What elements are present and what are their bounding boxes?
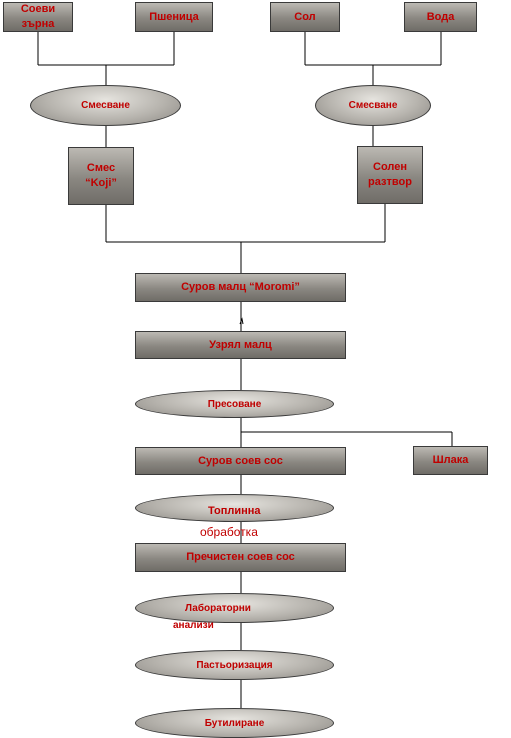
box-mature-malt-label: Узрял малц: [209, 338, 272, 351]
box-koji-line2: “Koji”: [85, 177, 117, 189]
ellipse-pressing-label: Пресоване: [207, 398, 262, 410]
ellipse-pasteurization-label: Пастьоризация: [196, 659, 273, 671]
ellipse-lab-analyses: [135, 593, 334, 623]
box-refined-soy-sauce: Пречистен соев сос: [135, 543, 346, 572]
ellipse-heat-treatment: [135, 494, 334, 522]
ellipse-mixing-left-label: Смесване: [81, 100, 130, 111]
box-raw-soy-sauce-label: Суров соев сос: [198, 454, 283, 467]
small-arrow-mark: [239, 317, 244, 325]
box-water: Вода: [404, 2, 477, 32]
ellipse-bottling-label: Бутилиране: [204, 717, 265, 729]
box-refined-soy-sauce-label: Пречистен соев сос: [186, 551, 295, 564]
box-soy-beans-label: Соеви зърна: [20, 3, 56, 30]
box-slag: Шлака: [413, 446, 488, 475]
box-wheat: Пшеница: [135, 2, 213, 32]
box-raw-malt-moromi: Суров малц “Moromi”: [135, 273, 346, 302]
box-brine: Солен разтвор: [357, 146, 423, 204]
lab-analyses-line1: Лабораторни: [185, 603, 251, 614]
box-mature-malt: Узрял малц: [135, 331, 346, 359]
heat-treatment-line2: обработка: [200, 525, 258, 539]
box-brine-line1: Солен: [373, 161, 407, 174]
box-brine-line2: разтвор: [368, 176, 412, 188]
box-raw-soy-sauce: Суров соев сос: [135, 447, 346, 475]
box-salt: Сол: [270, 2, 340, 32]
ellipse-pressing: Пресоване: [135, 390, 334, 418]
box-koji: Смес “Koji”: [68, 147, 134, 205]
box-wheat-label: Пшеница: [149, 10, 199, 23]
ellipse-pasteurization: Пастьоризация: [135, 650, 334, 680]
ellipse-mixing-right-label: Смесване: [348, 100, 398, 111]
box-soy-beans: Соеви зърна: [3, 2, 73, 32]
box-koji-line1: Смес: [86, 162, 116, 175]
box-slag-label: Шлака: [432, 454, 469, 467]
box-salt-label: Сол: [294, 10, 316, 23]
box-water-label: Вода: [426, 10, 455, 23]
ellipse-mixing-left: Смесване: [30, 85, 181, 126]
lab-analyses-line2: анализи: [173, 620, 214, 631]
ellipse-bottling: Бутилиране: [135, 708, 334, 738]
heat-treatment-line1: Топлинна: [208, 505, 261, 517]
box-raw-malt-moromi-label: Суров малц “Moromi”: [181, 281, 300, 294]
ellipse-mixing-right: Смесване: [315, 85, 431, 126]
